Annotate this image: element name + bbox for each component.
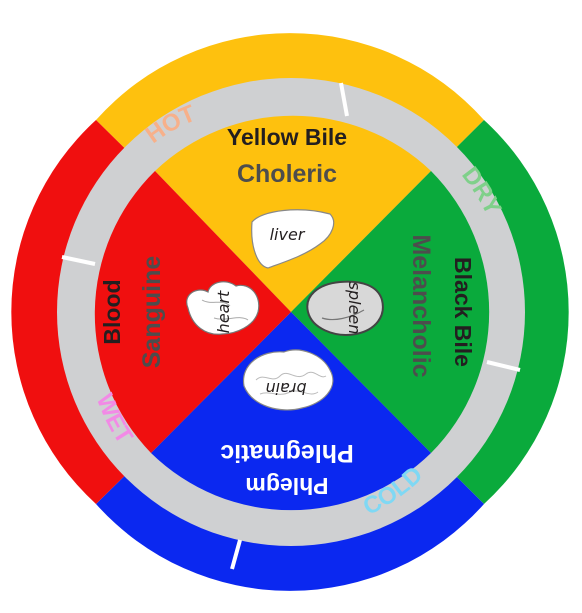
temperament-label-sanguine: Sanguine (138, 256, 166, 369)
organ-label-spleen: spleen (345, 282, 364, 335)
humor-label-phlegm: Phlegm (245, 473, 328, 499)
quadrant-phlegm (151, 312, 431, 511)
temperament-label-choleric: Choleric (237, 160, 337, 188)
organ-label-heart: heart (214, 290, 233, 333)
temperament-label-phlegmatic: Phlegmatic (220, 439, 353, 467)
temperament-label-melancholic: Melancholic (407, 234, 435, 377)
organ-label-liver: liver (270, 225, 306, 244)
spleen-icon (306, 280, 384, 336)
liver-icon (251, 209, 335, 269)
humor-label-blood: Blood (99, 279, 125, 344)
ring-dividers (61, 82, 521, 570)
quadrant-black-bile (291, 171, 490, 453)
humor-label-yellow-bile: Yellow Bile (227, 124, 347, 150)
heart-icon (186, 281, 260, 335)
organ-label-brain: brain (265, 379, 306, 398)
humor-label-black-bile: Black Bile (450, 257, 476, 367)
brain-icon (242, 349, 334, 411)
